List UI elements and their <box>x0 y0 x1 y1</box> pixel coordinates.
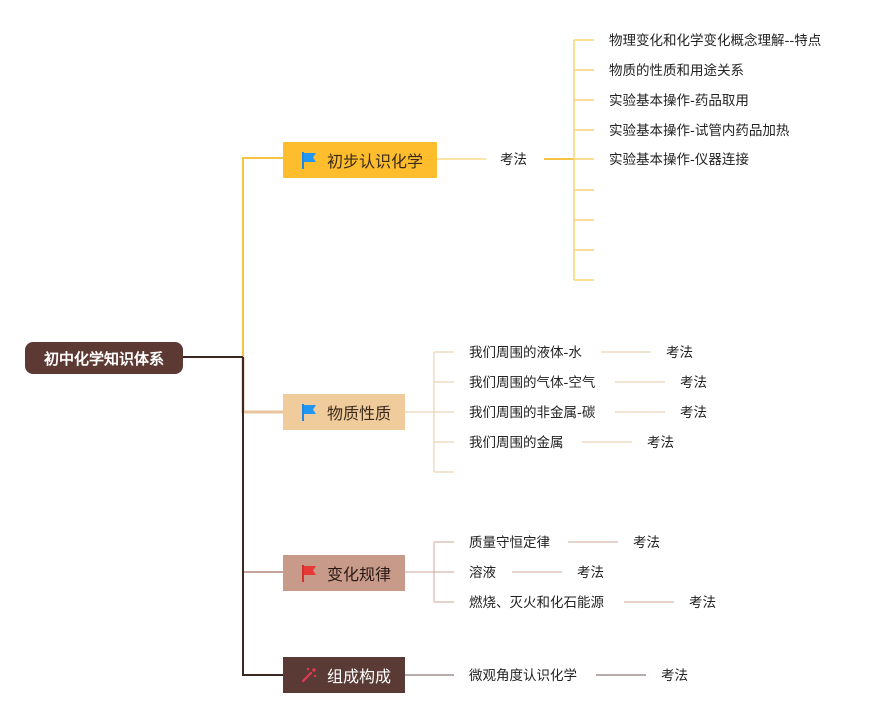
branch-label: 组成构成 <box>327 667 392 686</box>
root-node[interactable]: 初中化学知识体系 <box>25 342 183 374</box>
point-label[interactable]: 实验基本操作-试管内药品加热 <box>609 123 790 139</box>
topic-label[interactable]: 我们周围的金属 <box>469 435 564 451</box>
connector-root-branch-4 <box>242 357 283 676</box>
exam-label[interactable]: 考法 <box>577 565 604 581</box>
topic-label[interactable]: 质量守恒定律 <box>469 535 550 551</box>
branch-2-connectors <box>405 351 665 473</box>
branch-node-3[interactable]: 变化规律 <box>283 555 405 591</box>
point-label[interactable]: 物质的性质和用途关系 <box>609 63 744 79</box>
point-label[interactable]: 实验基本操作-药品取用 <box>609 93 749 109</box>
branch-node-1[interactable]: 初步认识化学 <box>283 142 437 178</box>
branch-label: 初步认识化学 <box>327 152 424 171</box>
topic-label[interactable]: 燃烧、灭火和化石能源 <box>469 595 604 611</box>
branch-node-4[interactable]: 组成构成 <box>283 657 405 693</box>
blue-flag-icon <box>302 152 316 169</box>
exam-label[interactable]: 考法 <box>680 375 707 391</box>
exam-label[interactable]: 考法 <box>661 668 688 684</box>
branch-1-connectors <box>437 39 594 281</box>
topic-label[interactable]: 我们周围的液体-水 <box>469 345 582 361</box>
topic-label[interactable]: 我们周围的非金属-碳 <box>469 405 596 421</box>
connector-root-branch-3 <box>242 357 283 573</box>
exam-label[interactable]: 考法 <box>689 595 716 611</box>
branch-node-2[interactable]: 物质性质 <box>283 394 405 430</box>
exam-label[interactable]: 考法 <box>500 152 527 168</box>
branch-3-connectors <box>405 541 674 603</box>
connector-root-branch-2 <box>241 357 283 414</box>
exam-label[interactable]: 考法 <box>647 435 674 451</box>
sparkle-icon <box>301 667 317 683</box>
root-connectors <box>183 157 283 676</box>
exam-label[interactable]: 考法 <box>633 535 660 551</box>
exam-label[interactable]: 考法 <box>680 405 707 421</box>
blue-flag-icon <box>302 404 316 421</box>
topic-label[interactable]: 微观角度认识化学 <box>469 668 577 684</box>
topic-label[interactable]: 溶液 <box>469 565 496 581</box>
branch-label: 物质性质 <box>327 404 392 423</box>
topic-label[interactable]: 我们周围的气体-空气 <box>469 375 596 391</box>
connector-root-branch-1 <box>183 157 283 358</box>
red-flag-icon <box>302 565 316 582</box>
point-label[interactable]: 物理变化和化学变化概念理解--特点 <box>609 33 822 49</box>
root-label: 初中化学知识体系 <box>43 349 164 368</box>
branch-label: 变化规律 <box>327 565 392 584</box>
point-label[interactable]: 实验基本操作-仪器连接 <box>609 152 749 168</box>
exam-label[interactable]: 考法 <box>666 345 693 361</box>
